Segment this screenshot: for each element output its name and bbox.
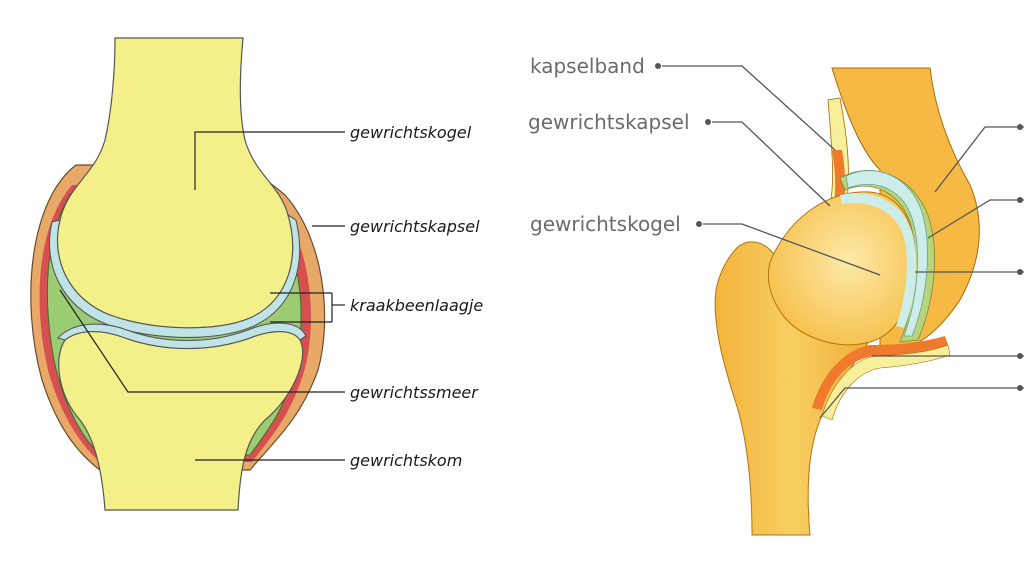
left-upper-cartilage	[48, 213, 301, 338]
leader-fluid-left	[59, 289, 345, 393]
label-gewrichtskom: gewrichtskom	[350, 451, 462, 470]
left-joint-diagram	[30, 37, 326, 511]
right-socket-cartilage	[845, 170, 928, 337]
leader-dot-kapselband	[655, 63, 661, 69]
label-kapselband: kapselband	[530, 54, 645, 78]
left-lower-cartilage	[56, 322, 307, 350]
label-kraakbeenlaagje: kraakbeenlaagje	[350, 296, 483, 315]
leader-dot-gewrichtskogel	[696, 221, 702, 227]
label-gewrichtskapsel-right: gewrichtskapsel	[528, 110, 690, 134]
leader-dot-right-2	[1017, 197, 1023, 203]
leader-dot-right-1	[1017, 124, 1023, 130]
label-gewrichtskogel-left: gewrichtskogel	[350, 123, 472, 142]
right-capsule-lower	[812, 336, 948, 410]
leader-dot-right-3	[1017, 269, 1023, 275]
left-labels: gewrichtskogel gewrichtskapsel kraakbeen…	[350, 123, 483, 470]
leader-dot-right-4	[1017, 353, 1023, 359]
right-ligament-lower	[821, 344, 951, 421]
leader-gewrichtskapsel-right	[712, 121, 831, 207]
leader-dot-right-5	[1017, 385, 1023, 391]
leader-gewrichtskogel-right	[703, 223, 881, 276]
right-leader-lines	[655, 63, 1024, 419]
leader-right-5	[819, 387, 1024, 419]
left-leader-lines	[59, 131, 345, 461]
label-gewrichtssmeer: gewrichtssmeer	[350, 383, 479, 402]
label-gewrichtskogel-right: gewrichtskogel	[530, 212, 681, 236]
left-upper-bone	[56, 37, 294, 329]
leader-ball-left	[194, 131, 345, 190]
right-head-cartilage	[840, 193, 917, 328]
right-labels: kapselband gewrichtskapsel gewrichtskoge…	[528, 54, 690, 236]
leader-right-2	[927, 199, 1024, 239]
right-joint-diagram	[714, 67, 980, 536]
leader-dot-gewrichtskapsel	[705, 119, 711, 125]
leader-right-1	[934, 126, 1024, 193]
leader-kapselband	[662, 65, 836, 151]
label-gewrichtskapsel-left: gewrichtskapsel	[350, 217, 480, 236]
